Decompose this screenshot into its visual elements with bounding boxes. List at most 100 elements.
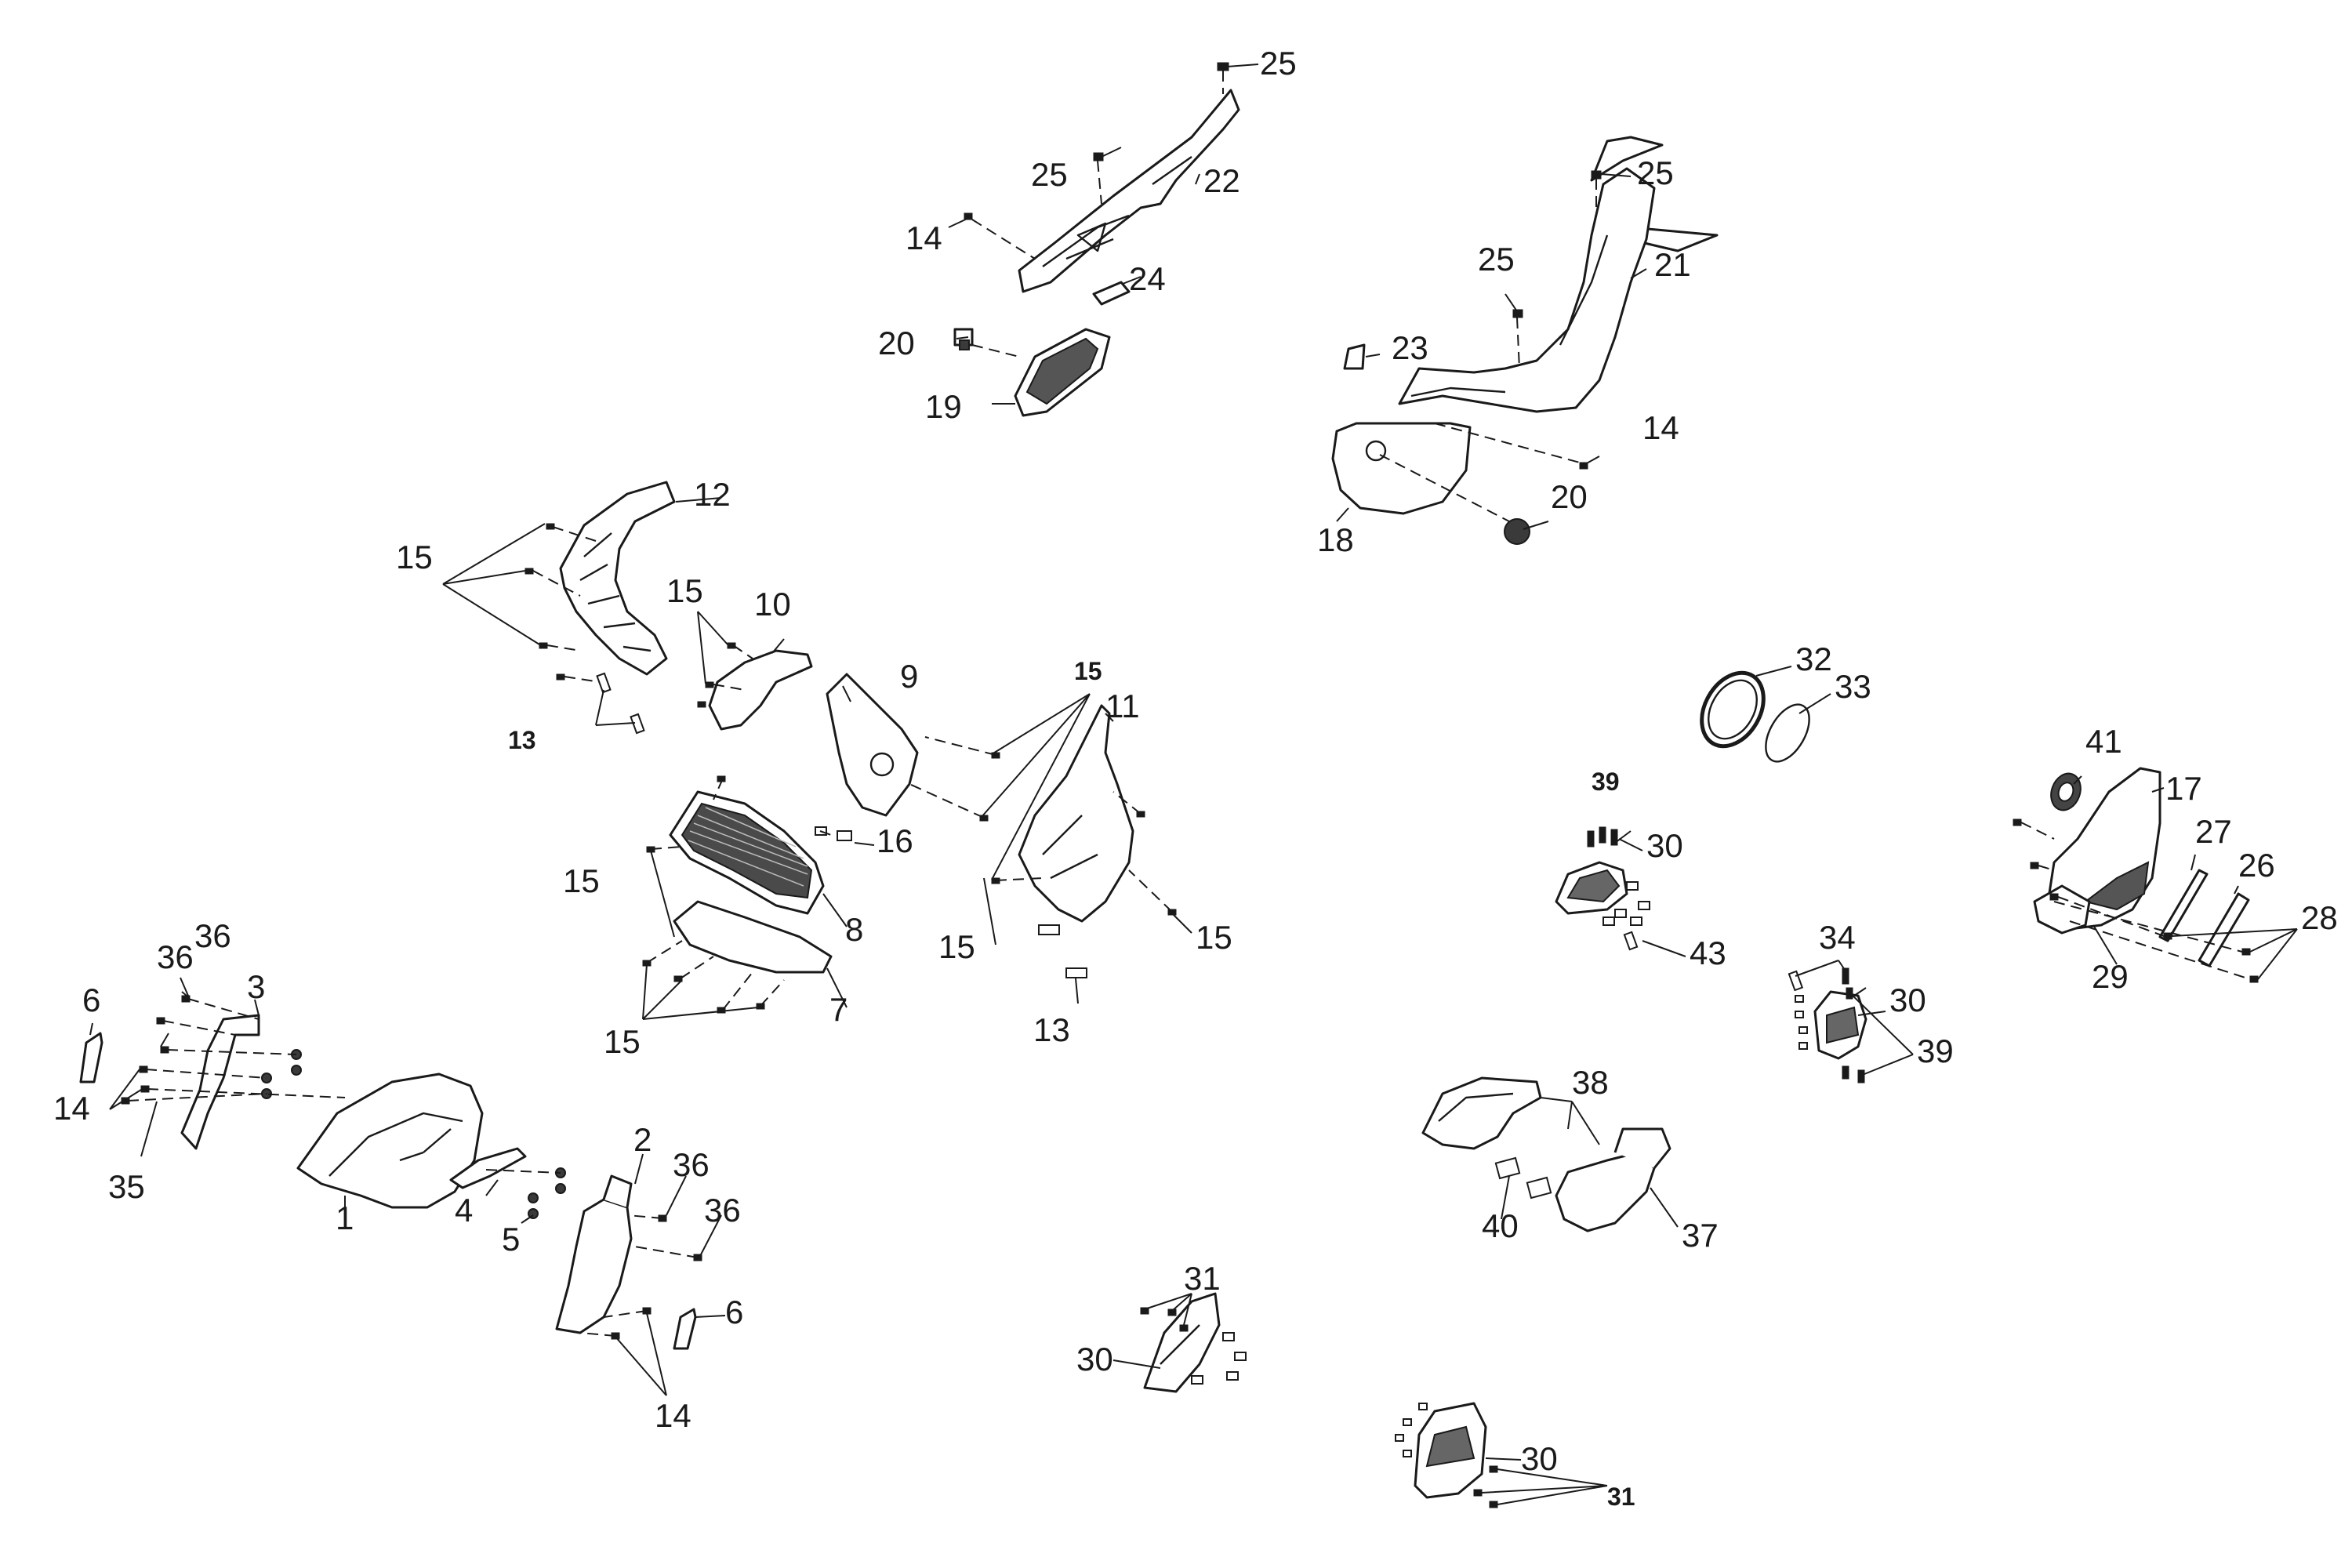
callout-14: 14 — [1642, 409, 1679, 446]
callout-2: 2 — [633, 1121, 652, 1158]
callout-30: 30 — [1889, 982, 1926, 1018]
callout-4: 4 — [455, 1192, 473, 1229]
callout-41: 41 — [2085, 723, 2122, 760]
part-8-radiator-grille — [669, 790, 825, 915]
part-10-bracket — [708, 649, 813, 731]
part-27-gasket — [2158, 869, 2209, 942]
callout-38: 38 — [1572, 1064, 1609, 1101]
part-12-headlight-bracket — [559, 481, 676, 676]
callout-32: 32 — [1795, 641, 1832, 677]
part-11-side-panel — [1018, 704, 1134, 923]
part-3-bracket — [180, 1014, 260, 1150]
part-2-mudguard-rear — [555, 1174, 633, 1334]
part-7-lower-trim — [673, 900, 833, 974]
callout-14: 14 — [906, 220, 942, 256]
part-33-o-ring — [1765, 703, 1810, 763]
part-21-side-cover — [1398, 136, 1719, 413]
callout-24: 24 — [1129, 260, 1166, 297]
callout-33: 33 — [1835, 668, 1871, 705]
callout-26: 26 — [2238, 847, 2275, 884]
part-20-grommet-upper — [953, 328, 974, 350]
part-19-grille-cover — [1014, 328, 1111, 417]
part-9-inner-panel — [826, 673, 919, 817]
callout-13: 13 — [508, 726, 536, 754]
part-41-seal — [2050, 772, 2082, 811]
parts-43-pads — [1602, 881, 1650, 951]
callout-9: 9 — [900, 658, 918, 695]
callout-23: 23 — [1392, 329, 1428, 366]
callout-14: 14 — [655, 1397, 691, 1434]
callout-15: 15 — [396, 539, 433, 575]
part-24-clip — [1092, 281, 1131, 306]
part-26-gasket — [2198, 892, 2250, 967]
callout-31: 31 — [1607, 1483, 1635, 1511]
callout-3: 3 — [247, 968, 265, 1005]
callout-29: 29 — [2092, 958, 2129, 995]
part-18-side-panel — [1331, 422, 1472, 515]
callout-15: 15 — [666, 572, 703, 609]
callout-36: 36 — [157, 938, 194, 975]
callout-40: 40 — [1482, 1207, 1519, 1244]
fasteners-39-top — [1587, 826, 1618, 848]
callout-15: 15 — [938, 928, 975, 965]
part-32-ring — [1700, 670, 1766, 749]
callout-28: 28 — [2301, 899, 2338, 936]
callout-43: 43 — [1690, 935, 1726, 971]
callout-20: 20 — [1551, 478, 1588, 515]
part-16-clip — [815, 826, 852, 841]
callout-1: 1 — [336, 1200, 354, 1236]
part-1-front-fender — [296, 1073, 484, 1209]
callout-39: 39 — [1592, 768, 1620, 796]
callout-30: 30 — [1521, 1440, 1558, 1477]
callout-25: 25 — [1031, 156, 1068, 193]
callout-16: 16 — [877, 822, 913, 859]
callout-13: 13 — [1033, 1011, 1070, 1048]
callout-10: 10 — [754, 586, 791, 622]
callout-21: 21 — [1654, 246, 1691, 283]
callout-36: 36 — [673, 1146, 710, 1183]
part-6-reflector-right — [673, 1308, 697, 1350]
part-29-lower-cover — [2033, 884, 2091, 935]
callout-8: 8 — [845, 911, 863, 948]
callout-18: 18 — [1317, 521, 1354, 558]
part-23-clip — [1343, 343, 1366, 370]
part-30-cover-bottom-right — [1414, 1402, 1487, 1499]
callout-11: 11 — [1105, 688, 1140, 724]
callout-39: 39 — [1917, 1033, 1954, 1069]
callout-17: 17 — [2165, 770, 2202, 807]
callout-15: 15 — [604, 1023, 641, 1060]
callout-15: 15 — [1074, 657, 1102, 685]
callout-25: 25 — [1260, 45, 1297, 82]
parts-40-pads — [1494, 1156, 1552, 1200]
callout-31: 31 — [1184, 1260, 1221, 1297]
callout-36: 36 — [704, 1192, 741, 1229]
part-30-cover-mid — [1555, 861, 1628, 915]
part-38-bracket-left — [1421, 1076, 1542, 1150]
callout-37: 37 — [1682, 1217, 1719, 1254]
part-17-cover — [2045, 767, 2161, 931]
callout-30: 30 — [1646, 827, 1683, 864]
part-30-cover-center — [1143, 1292, 1221, 1393]
callout-14: 14 — [53, 1090, 90, 1127]
callout-20: 20 — [878, 325, 915, 361]
callout-25: 25 — [1478, 241, 1515, 278]
callout-labels: 25 25 22 14 24 20 19 25 25 21 23 14 20 1… — [53, 45, 2338, 1511]
callout-22: 22 — [1203, 162, 1240, 199]
callout-34: 34 — [1819, 919, 1856, 956]
callout-15: 15 — [563, 862, 600, 899]
callout-35: 35 — [108, 1168, 145, 1205]
part-6-reflector-left — [79, 1032, 103, 1083]
part-13-clips — [596, 672, 1087, 978]
callout-25: 25 — [1637, 154, 1674, 191]
callout-30: 30 — [1076, 1341, 1113, 1377]
callout-6: 6 — [725, 1294, 743, 1330]
part-20-grommet-lower — [1504, 518, 1530, 545]
callout-27: 27 — [2195, 813, 2232, 850]
callout-12: 12 — [694, 476, 731, 513]
part-30-cover-right — [1813, 990, 1867, 1060]
callout-7: 7 — [829, 991, 848, 1028]
callout-19: 19 — [925, 388, 962, 425]
callout-15: 15 — [1196, 919, 1232, 956]
part-4-bracket — [449, 1147, 527, 1189]
